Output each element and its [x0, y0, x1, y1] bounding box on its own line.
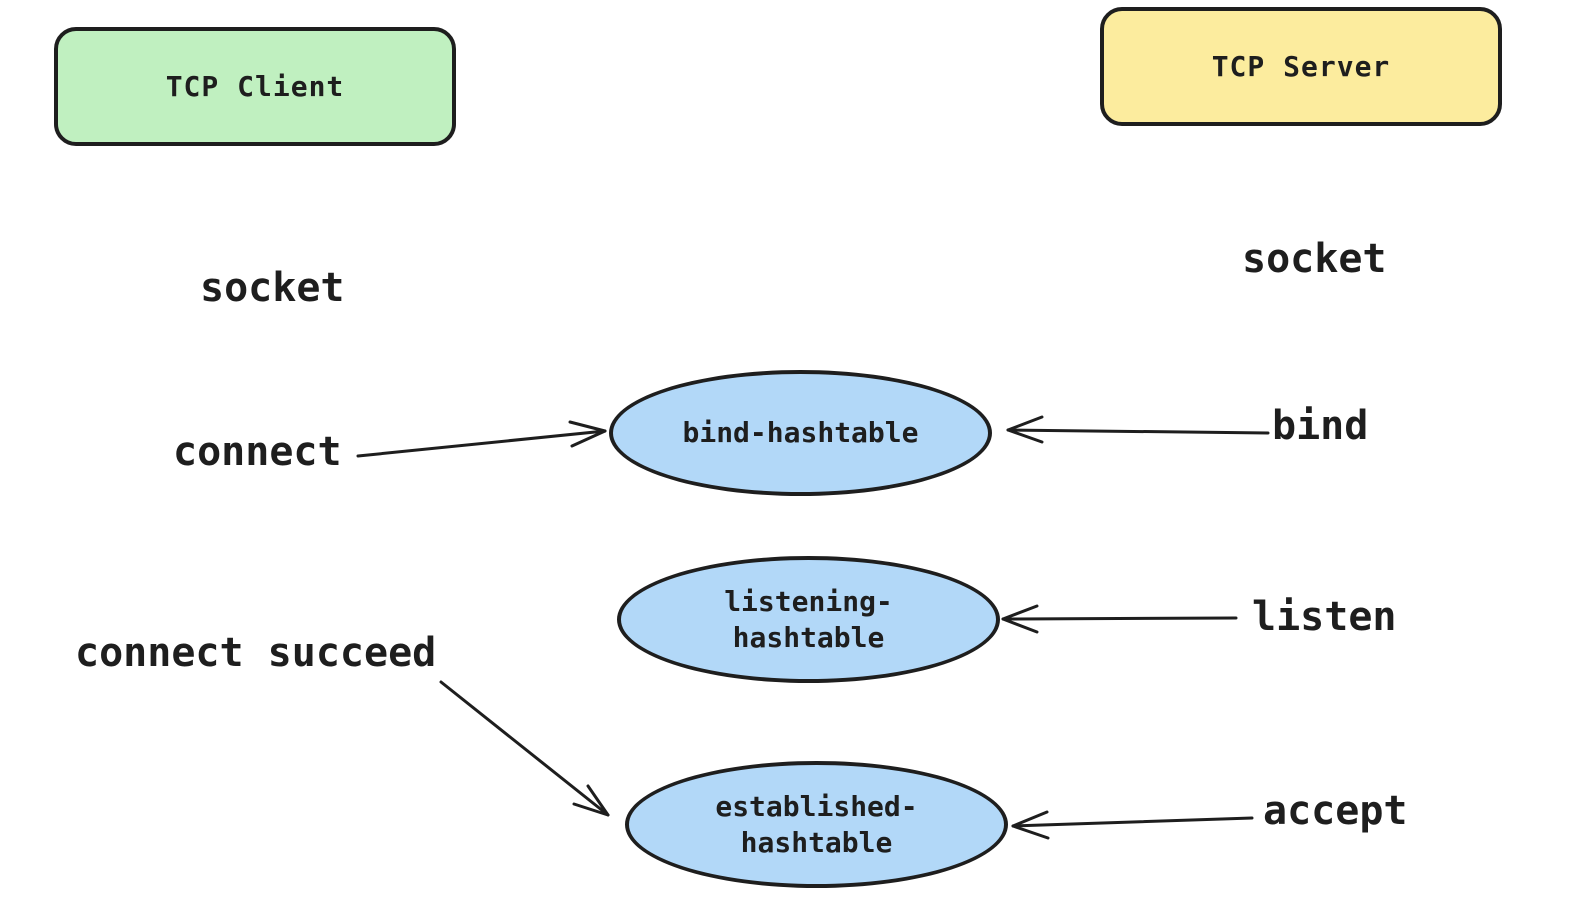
tcp-client-box: TCP Client: [54, 27, 456, 146]
bind-hashtable-node: bind-hashtable: [609, 370, 992, 496]
client-connect-succeed-label: connect succeed: [75, 630, 437, 676]
established-hashtable-node: established- hashtable: [625, 761, 1008, 888]
established-hashtable-label-line2: hashtable: [740, 825, 893, 859]
listening-hashtable-node: listening- hashtable: [617, 556, 1000, 683]
server-listen-label: listen: [1252, 594, 1397, 640]
client-socket-label: socket: [200, 265, 345, 311]
listening-hashtable-label-line1: listening-: [724, 584, 893, 618]
tcp-client-title: TCP Client: [165, 70, 345, 103]
bind-hashtable-label: bind-hashtable: [682, 416, 919, 449]
server-bind-label: bind: [1272, 403, 1369, 449]
edge-listen-to-listening-hashtable: [1001, 604, 1238, 634]
edge-connect-succeed-to-established-hashtable: [439, 680, 610, 817]
edge-bind-to-bind-hashtable: [1006, 415, 1270, 444]
listening-hashtable-label-line2: hashtable: [732, 620, 885, 654]
tcp-server-title: TCP Server: [1211, 50, 1391, 83]
server-accept-label: accept: [1263, 788, 1408, 834]
client-connect-label: connect: [173, 429, 342, 475]
established-hashtable-label-line1: established-: [715, 789, 918, 823]
server-socket-label: socket: [1242, 236, 1387, 282]
tcp-server-box: TCP Server: [1100, 7, 1502, 126]
edge-connect-to-bind-hashtable: [356, 420, 607, 458]
edge-accept-to-established-hashtable: [1011, 810, 1254, 840]
